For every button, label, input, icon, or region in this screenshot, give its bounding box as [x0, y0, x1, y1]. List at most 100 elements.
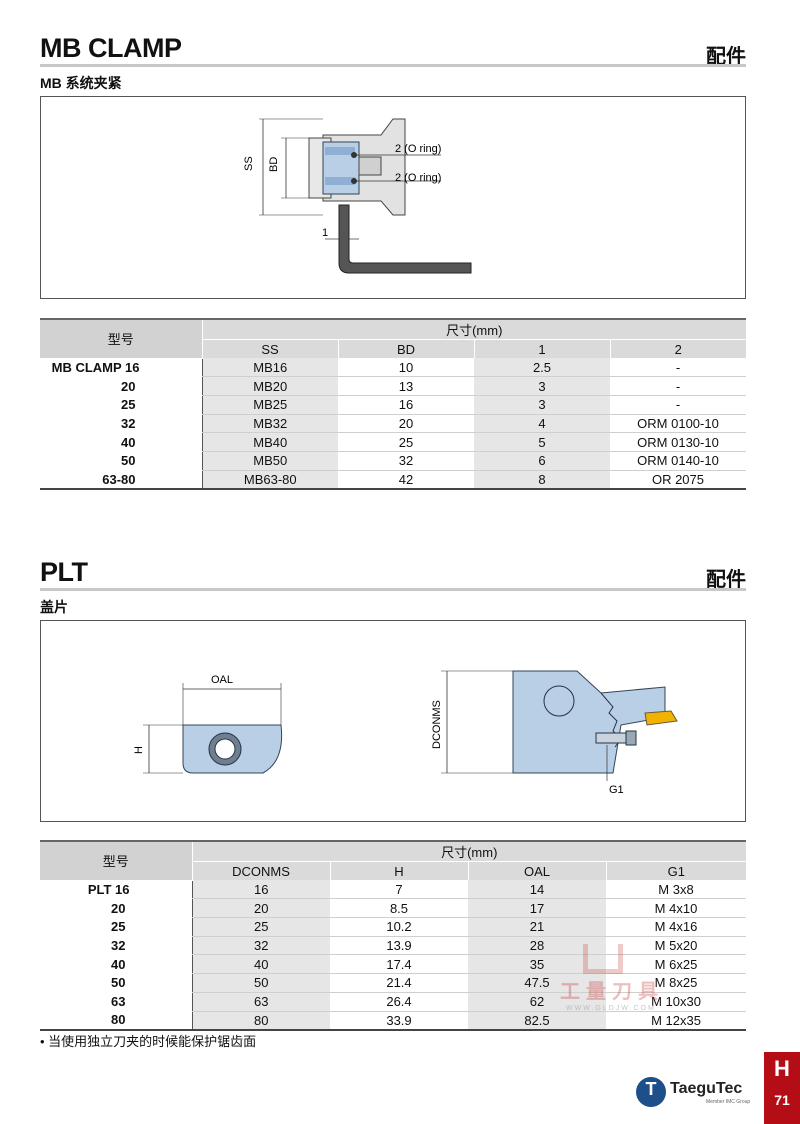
table-cell: 82.5 [468, 1011, 606, 1031]
table-cell: M 3x8 [606, 880, 746, 900]
table-cell: MB25 [201, 395, 338, 415]
model-cell: 50 [121, 453, 136, 469]
page-tab-letter: H [774, 1056, 790, 1081]
model-cell: 32 [111, 938, 126, 954]
table-cell: 10.2 [330, 917, 468, 937]
watermark-url: WWW.GLDJW.COM [566, 1005, 656, 1012]
table-cell: 32 [191, 936, 330, 956]
table-cell: 16 [191, 880, 330, 900]
column-header: G1 [605, 861, 746, 881]
model-cell: 20 [111, 900, 126, 916]
table-cell: MB40 [201, 432, 338, 453]
column-header: BD [337, 339, 474, 359]
table-cell: 50 [191, 973, 330, 993]
table-cell: 17.4 [330, 954, 468, 975]
model-cell: 80 [111, 1012, 126, 1028]
model-cell: 40 [121, 434, 136, 450]
table-cell: 7 [330, 880, 468, 900]
table-cell: 28 [468, 936, 606, 956]
section1-subtitle: MB 系统夹紧 [40, 75, 122, 91]
watermark-logo [583, 944, 623, 974]
model-cell: 25 [111, 919, 126, 935]
label-1: 1 [322, 227, 328, 239]
label-oal: OAL [211, 674, 233, 686]
table-row: 80 80 33.9 82.5 M 12x35 [40, 1011, 746, 1031]
table-cell: 3 [474, 376, 610, 397]
table-cell: - [610, 376, 746, 397]
section1-category: 配件 [706, 46, 746, 68]
model-cell: 32 [121, 416, 136, 432]
label-dconms: DCONMS [431, 700, 443, 749]
model-cell: PLT 16 [87, 882, 130, 898]
table-cell: 63 [191, 992, 330, 1012]
table-cell: 8.5 [330, 898, 468, 919]
taegutec-logo: T TaeguTec Member IMC Group [636, 1077, 756, 1109]
table-row: 40 MB40 25 5 ORM 0130-10 [40, 432, 746, 453]
table-row: 63-80 MB63-80 42 8 OR 2075 [40, 470, 746, 490]
table-row: PLT 16 16 7 14 M 3x8 [40, 880, 746, 900]
mb-clamp-drawing: SS BD 2 (O ring) 2 (O ring) 1 [243, 118, 472, 274]
taegutec-logo-icon: T [636, 1077, 666, 1107]
table-cell: M 10x30 [606, 992, 746, 1012]
table-cell: 80 [191, 1011, 330, 1031]
table-cell: OR 2075 [610, 470, 746, 490]
table-cell: MB50 [201, 451, 338, 471]
model-cell: 63 [111, 994, 126, 1010]
table-cell: MB63-80 [201, 470, 338, 490]
table-row: 63 63 26.4 62 M 10x30 [40, 992, 746, 1012]
model-header: 型号 [40, 841, 192, 881]
table-cell: 16 [338, 395, 474, 415]
table-cell: 3 [474, 395, 610, 415]
column-header: 1 [473, 339, 610, 359]
table-cell: ORM 0140-10 [610, 451, 746, 471]
label-g1: G1 [609, 784, 624, 796]
brand-tagline: Member IMC Group [706, 1099, 751, 1105]
table-cell: 8 [474, 470, 610, 490]
table-cell: - [610, 395, 746, 415]
section2-category: 配件 [706, 569, 746, 591]
label-h: H [133, 746, 145, 754]
label-oring-1: 2 (O ring) [395, 143, 441, 155]
table-cell: 17 [468, 898, 606, 919]
table-row: 25 MB25 16 3 - [40, 395, 746, 415]
table-cell: 2.5 [474, 358, 610, 378]
table-cell: ORM 0130-10 [610, 432, 746, 453]
model-cell: 63-80 [102, 471, 136, 487]
mb-clamp-table: 型号 尺寸(mm) SS BD 1 2 MB CLAMP 16 MB16 10 … [40, 318, 746, 490]
table-row: 50 MB50 32 6 ORM 0140-10 [40, 451, 746, 471]
table-cell: ORM 0100-10 [610, 414, 746, 434]
table-cell: 21 [468, 917, 606, 937]
table-row: 50 50 21.4 47.5 M 8x25 [40, 973, 746, 993]
table-cell: 47.5 [468, 973, 606, 993]
column-header: 2 [609, 339, 746, 359]
plt-drawing: OAL H DCONMS G1 [133, 670, 678, 796]
column-header: DCONMS [191, 861, 330, 881]
table-row: MB CLAMP 16 MB16 10 2.5 - [40, 358, 746, 378]
section1-rule [40, 64, 746, 67]
model-cell: 20 [121, 378, 136, 394]
table-cell: M 5x20 [606, 936, 746, 956]
table-cell: 10 [338, 358, 474, 378]
table-cell: 20 [338, 414, 474, 434]
section1-title: MB CLAMP [40, 33, 182, 63]
table-row: 20 MB20 13 3 - [40, 376, 746, 397]
table-cell: 14 [468, 880, 606, 900]
model-cell: MB CLAMP 16 [51, 360, 140, 376]
model-cell: 25 [121, 397, 136, 413]
label-ss: SS [243, 156, 255, 171]
table-cell: MB32 [201, 414, 338, 434]
plt-diagram: OAL H DCONMS G1 [40, 620, 746, 822]
table-cell: 20 [191, 898, 330, 919]
model-cell: 50 [111, 975, 126, 991]
table-cell: - [610, 358, 746, 378]
column-header: OAL [467, 861, 606, 881]
table-cell: 40 [191, 954, 330, 975]
table-cell: 13.9 [330, 936, 468, 956]
table-row: 32 32 13.9 28 M 5x20 [40, 936, 746, 956]
table-cell: MB20 [201, 376, 338, 397]
column-header: SS [201, 339, 338, 359]
table-row: 32 MB32 20 4 ORM 0100-10 [40, 414, 746, 434]
page-number: 71 [774, 1092, 790, 1108]
column-header: H [329, 861, 468, 881]
table-cell: 25 [338, 432, 474, 453]
